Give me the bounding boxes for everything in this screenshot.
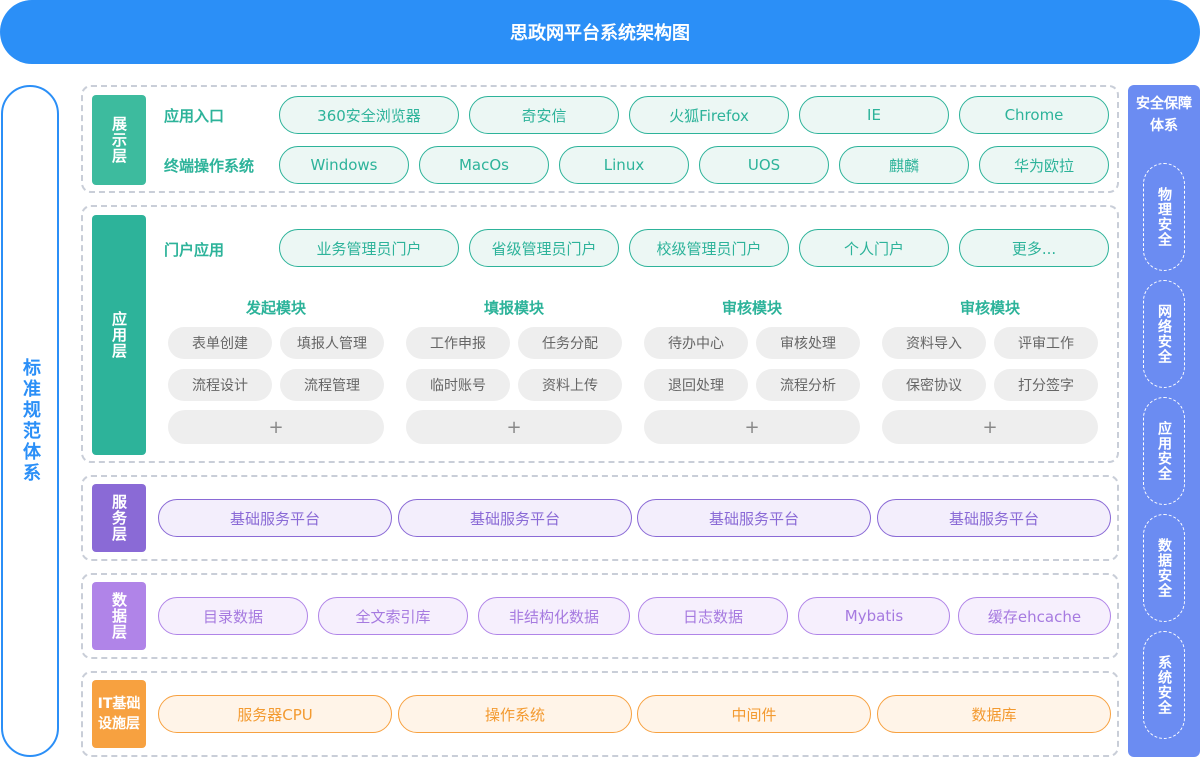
module-item: 待办中心 bbox=[644, 327, 748, 359]
module-title: 发起模块 bbox=[245, 299, 306, 317]
module-item: 流程管理 bbox=[280, 369, 384, 401]
layer-tag-application: 应用层 bbox=[92, 215, 146, 455]
portal-pill: 更多... bbox=[959, 229, 1109, 267]
module-add: + bbox=[644, 410, 860, 444]
portal-pill: 校级管理员门户 bbox=[629, 229, 789, 267]
module-title: 审核模块 bbox=[721, 299, 782, 317]
data-pill: 目录数据 bbox=[158, 597, 308, 635]
data-pill: 全文索引库 bbox=[318, 597, 468, 635]
module-item: 临时账号 bbox=[406, 369, 510, 401]
portal-pill: 个人门户 bbox=[799, 229, 949, 267]
standards-column: 标准规范体系 bbox=[1, 85, 59, 757]
service-pill: 基础服务平台 bbox=[877, 499, 1111, 537]
it-pill: 中间件 bbox=[637, 695, 871, 733]
module-item: 流程设计 bbox=[168, 369, 272, 401]
entry-pill: IE bbox=[799, 96, 949, 134]
security-item: 物理安全 bbox=[1143, 163, 1185, 271]
os-pill: Linux bbox=[559, 146, 689, 184]
os-pill: 麒麟 bbox=[839, 146, 969, 184]
security-column: 安全保障体系 物理安全 网络安全 应用安全 数据安全 系统安全 bbox=[1128, 85, 1200, 757]
module-item: 评审工作 bbox=[994, 327, 1098, 359]
portal-pill: 业务管理员门户 bbox=[279, 229, 459, 267]
module-add: + bbox=[168, 410, 384, 444]
security-item: 应用安全 bbox=[1143, 397, 1185, 505]
entry-pill: 奇安信 bbox=[469, 96, 619, 134]
data-pill: Mybatis bbox=[798, 597, 950, 635]
module-item: 任务分配 bbox=[518, 327, 622, 359]
security-item: 数据安全 bbox=[1143, 514, 1185, 622]
it-pill: 服务器CPU bbox=[158, 695, 392, 733]
page-title: 思政网平台系统架构图 bbox=[0, 0, 1200, 64]
entry-pill: Chrome bbox=[959, 96, 1109, 134]
it-layer: IT基础设施层 服务器CPU 操作系统 中间件 数据库 bbox=[81, 671, 1119, 757]
service-layer: 服务层 基础服务平台 基础服务平台 基础服务平台 基础服务平台 bbox=[81, 475, 1119, 561]
data-layer: 数据层 目录数据 全文索引库 非结构化数据 日志数据 Mybatis 缓存ehc… bbox=[81, 573, 1119, 659]
layer-tag-data: 数据层 bbox=[92, 582, 146, 650]
row-label-os: 终端操作系统 bbox=[164, 157, 255, 175]
data-pill: 非结构化数据 bbox=[478, 597, 630, 635]
module-item: 资料导入 bbox=[882, 327, 986, 359]
module-item: 保密协议 bbox=[882, 369, 986, 401]
module-item: 表单创建 bbox=[168, 327, 272, 359]
it-pill: 操作系统 bbox=[398, 695, 632, 733]
module-add: + bbox=[406, 410, 622, 444]
service-pill: 基础服务平台 bbox=[398, 499, 632, 537]
display-layer: 展示层 应用入口 终端操作系统 360安全浏览器 奇安信 火狐Firefox I… bbox=[81, 85, 1119, 193]
service-pill: 基础服务平台 bbox=[637, 499, 871, 537]
security-title: 安全保障体系 bbox=[1136, 96, 1192, 134]
entry-pill: 火狐Firefox bbox=[629, 96, 789, 134]
layer-tag-service: 服务层 bbox=[92, 484, 146, 552]
data-pill: 日志数据 bbox=[638, 597, 788, 635]
module-item: 退回处理 bbox=[644, 369, 748, 401]
it-pill: 数据库 bbox=[877, 695, 1111, 733]
os-pill: 华为欧拉 bbox=[979, 146, 1109, 184]
security-item: 网络安全 bbox=[1143, 280, 1185, 388]
module-item: 工作申报 bbox=[406, 327, 510, 359]
row-label-portal: 门户应用 bbox=[164, 241, 225, 259]
entry-pill: 360安全浏览器 bbox=[279, 96, 459, 134]
data-pill: 缓存ehcache bbox=[958, 597, 1111, 635]
service-pill: 基础服务平台 bbox=[158, 499, 392, 537]
os-pill: Windows bbox=[279, 146, 409, 184]
standards-label: 标准规范体系 bbox=[20, 358, 41, 484]
module-item: 填报人管理 bbox=[280, 327, 384, 359]
module-item: 资料上传 bbox=[518, 369, 622, 401]
application-layer: 应用层 门户应用 业务管理员门户 省级管理员门户 校级管理员门户 个人门户 更多… bbox=[81, 205, 1119, 463]
module-title: 审核模块 bbox=[959, 299, 1020, 317]
module-add: + bbox=[882, 410, 1098, 444]
module-item: 打分签字 bbox=[994, 369, 1098, 401]
module-item: 审核处理 bbox=[756, 327, 860, 359]
portal-pill: 省级管理员门户 bbox=[469, 229, 619, 267]
layer-tag-display: 展示层 bbox=[92, 95, 146, 185]
os-pill: UOS bbox=[699, 146, 829, 184]
os-pill: MacOs bbox=[419, 146, 549, 184]
security-item: 系统安全 bbox=[1143, 631, 1185, 739]
module-title: 填报模块 bbox=[483, 299, 544, 317]
layer-tag-it: IT基础设施层 bbox=[92, 680, 146, 748]
row-label-entry: 应用入口 bbox=[164, 107, 225, 125]
module-item: 流程分析 bbox=[756, 369, 860, 401]
